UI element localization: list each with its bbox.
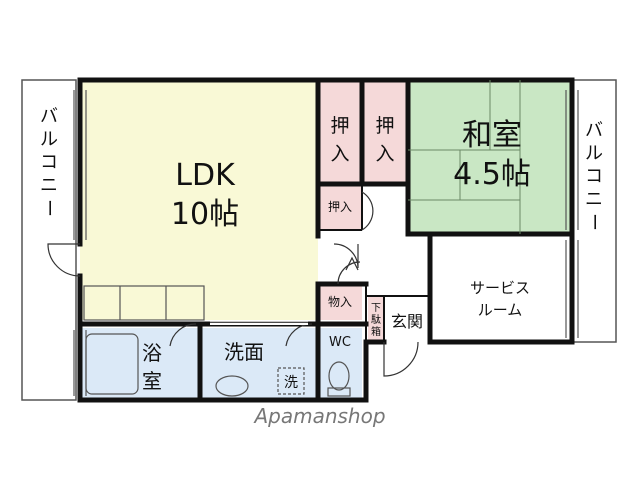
shoe-box-char-2: 箱 xyxy=(371,325,381,338)
service-room-line2: ルーム xyxy=(478,301,523,319)
oshiire-a-char-1: 入 xyxy=(330,143,349,165)
balcony-right-char-4: ー xyxy=(583,213,604,231)
washer-mark: 洗 xyxy=(284,375,298,391)
shoe-box-char-1: 駄 xyxy=(371,313,381,326)
oshiire-b-char-1: 入 xyxy=(375,143,394,165)
washroom-area xyxy=(200,328,318,400)
bath-char-0: 浴 xyxy=(142,341,162,365)
window-marks xyxy=(73,90,579,396)
washitsu-size: 4.5帖 xyxy=(453,157,531,192)
oshiire-a-area xyxy=(318,80,362,184)
balcony-right-char-0: バ xyxy=(585,120,603,141)
kitchen-counter xyxy=(83,285,205,321)
genkan-label: 玄関 xyxy=(391,312,423,331)
balcony-left-char-2: コ xyxy=(40,152,58,173)
tatami-grid xyxy=(408,80,521,234)
oshiire-small-area xyxy=(318,186,362,230)
oshiire-a-char-0: 押 xyxy=(330,115,349,137)
wc-label: WC xyxy=(329,335,351,350)
monoire-area xyxy=(318,284,362,320)
ldk-size: 10帖 xyxy=(171,197,239,232)
thin-walls xyxy=(318,184,430,342)
shoe-box-char-0: 下 xyxy=(371,303,381,314)
ldk-area xyxy=(80,80,318,320)
balcony-left-char-0: バ xyxy=(40,106,58,127)
washroom-label: 洗面 xyxy=(224,340,264,364)
watermark: Apamanshop xyxy=(252,404,385,428)
oshiire-small-label: 押入 xyxy=(328,200,352,214)
balcony-left-char-3: ニ xyxy=(40,175,58,196)
balcony-right-char-3: ニ xyxy=(585,189,603,210)
service-room-line1: サービス xyxy=(470,279,530,297)
bath-area xyxy=(80,328,200,400)
oshiire-b-area xyxy=(362,80,408,184)
toilet xyxy=(327,361,351,397)
ldk-label: LDK xyxy=(175,158,236,193)
shoe-box-area xyxy=(368,296,384,342)
balcony-left-char-1: ル xyxy=(40,129,58,150)
washitsu-label: 和室 xyxy=(462,118,522,153)
balcony-right-char-1: ル xyxy=(585,143,603,164)
bath-char-1: 室 xyxy=(142,369,162,393)
balcony-left-char-4: ー xyxy=(38,199,59,217)
washer-space xyxy=(277,367,305,395)
bathtub xyxy=(85,333,139,395)
balcony-right-char-2: コ xyxy=(585,166,603,187)
door-swings xyxy=(47,191,419,377)
oshiire-b-char-0: 押 xyxy=(375,115,394,137)
monoire-label: 物入 xyxy=(328,295,352,309)
balcony-left xyxy=(21,79,77,401)
wash-basin xyxy=(215,375,249,397)
